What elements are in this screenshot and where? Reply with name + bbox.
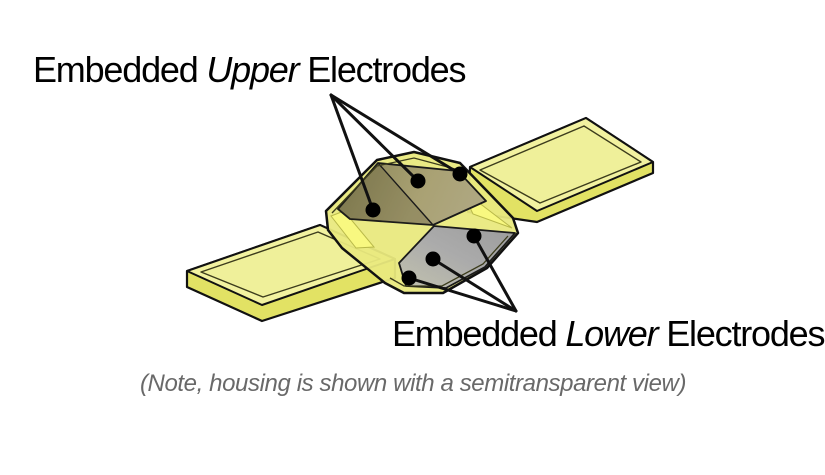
lower-label-suffix: Electrodes [666, 313, 825, 354]
right-wing [466, 116, 655, 224]
upper-leader-lines [329, 93, 462, 212]
housing-rim-top-edge [331, 157, 456, 214]
lower-label-prefix: Embedded [392, 313, 558, 354]
lower-electrodes-leader-line [407, 276, 518, 313]
upper-face-ridge-edge [377, 162, 434, 226]
upper-electrodes-leader-line [329, 93, 375, 212]
upper-label-prefix: Embedded [33, 49, 199, 90]
lower-electrodes-dot [425, 251, 441, 267]
left-wing-thickness-edge [186, 286, 263, 322]
upper-electrodes-dot [365, 202, 381, 218]
lower-electrode-dots [401, 228, 482, 286]
upper-electrodes-leader-line [329, 93, 462, 176]
upper-electrodes-dot [452, 166, 468, 182]
lower-electrodes-leader-line [472, 234, 518, 313]
semitransparent-view-note: (Note, housing is shown with a semitrans… [139, 370, 687, 397]
lower-electrodes-leader-line [431, 257, 518, 313]
right-wing-rim [479, 125, 642, 204]
lower-label-emphasis: Lower [565, 313, 658, 354]
upper-electrodes-leader-line [329, 93, 420, 183]
lower-electrodes-dot [466, 228, 482, 244]
lower-electrodes-dot [401, 270, 417, 286]
upper-label-suffix: Electrodes [307, 49, 466, 90]
upper-electrode-dots [365, 166, 468, 218]
left-wing-through-housing-highlight [330, 210, 376, 249]
upper-electrodes-dot [410, 173, 426, 189]
lower-electrodes-label: Embedded Lower Electrodes [392, 313, 825, 354]
housing-rim-bottom-edge [389, 235, 509, 287]
upper-label-emphasis: Upper [206, 49, 299, 90]
upper-electrodes-label: Embedded Upper Electrodes [33, 49, 467, 90]
upper-electrode-face-shade [338, 163, 433, 225]
lower-leader-lines [407, 234, 518, 313]
right-wing-thickness-edge [536, 172, 654, 223]
